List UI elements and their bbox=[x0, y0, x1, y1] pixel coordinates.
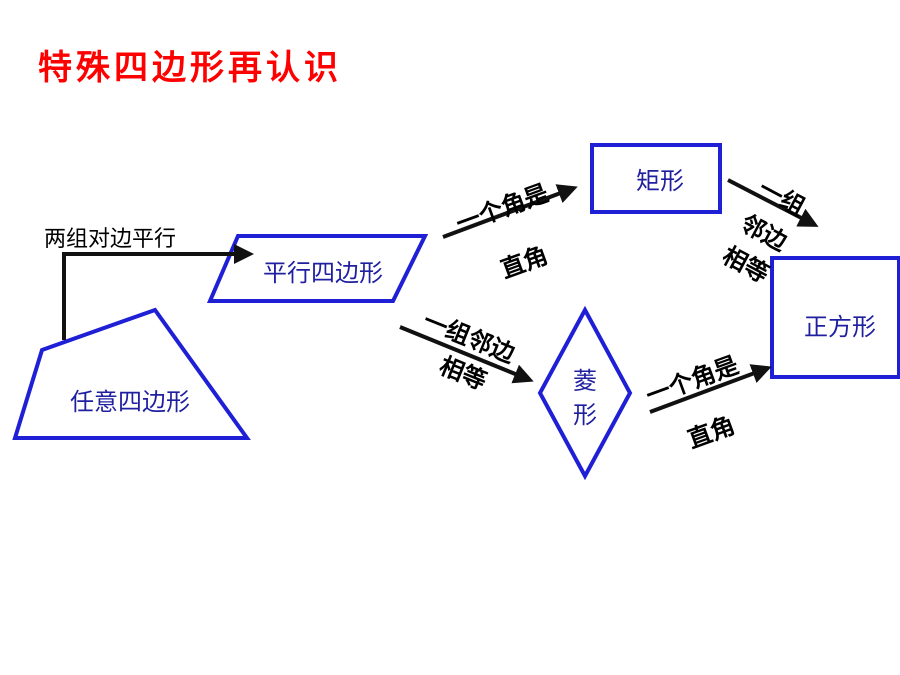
label-rhombus-square-1: 一个角是 bbox=[642, 351, 742, 410]
parallelogram-shape bbox=[206, 234, 429, 303]
square-label: 正方形 bbox=[804, 313, 876, 341]
rectangle-label: 矩形 bbox=[636, 167, 684, 195]
quadrilateral-label: 任意四边形 bbox=[70, 388, 190, 416]
label-rhombus-square-2: 直角 bbox=[684, 411, 739, 454]
para-to-rect-arrow bbox=[442, 184, 578, 239]
rectangle-shape bbox=[590, 143, 722, 214]
square-shape bbox=[770, 256, 900, 379]
label-para-rhombus-2: 相等 bbox=[435, 352, 490, 396]
label-para-rect-2: 直角 bbox=[497, 241, 552, 284]
slide-title: 特殊四边形再认识 bbox=[38, 48, 342, 88]
para-to-rhombus-arrow bbox=[399, 325, 534, 384]
label-para-rect-1: 一个角是 bbox=[452, 179, 552, 238]
rhombus-label-line2: 形 bbox=[573, 401, 597, 429]
label-two-pairs-parallel: 两组对边平行 bbox=[44, 227, 176, 252]
quad-to-para-arrow bbox=[62, 244, 254, 340]
rhombus-shape bbox=[537, 305, 633, 481]
parallelogram-label: 平行四边形 bbox=[263, 259, 383, 287]
label-para-rhombus-1: 一组邻边 bbox=[419, 307, 519, 369]
rhombus-label-line1: 菱 bbox=[573, 367, 597, 395]
quadrilateral-shape bbox=[12, 307, 251, 440]
rhombus-to-square-arrow bbox=[649, 364, 772, 414]
rect-to-square-arrow bbox=[727, 178, 819, 227]
label-rect-square-1: 一组 bbox=[754, 174, 810, 221]
